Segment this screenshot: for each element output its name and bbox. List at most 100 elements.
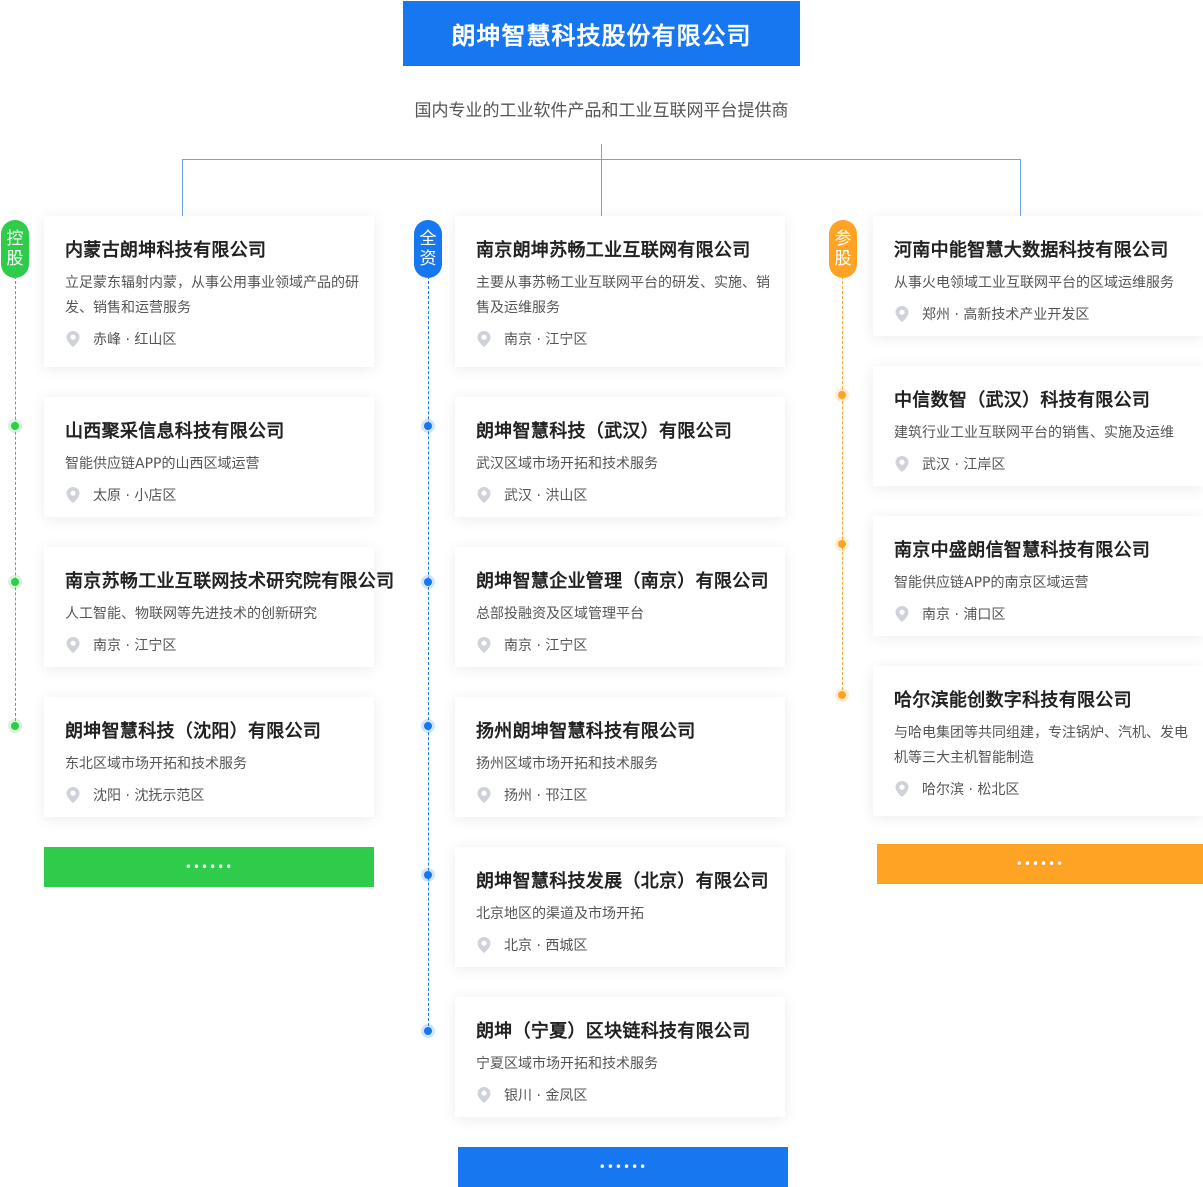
holding-timeline-dot — [8, 719, 22, 733]
company-location: 南京 · 江宁区 — [65, 635, 364, 655]
company-description: 从事火电领域工业互联网平台的区域运维服务 — [894, 275, 1174, 291]
company-location: 沈阳 · 沈抚示范区 — [65, 785, 364, 805]
connector-center — [601, 159, 602, 216]
location-pin-icon — [477, 637, 491, 653]
company-name: 中信数智（武汉）科技有限公司 — [894, 390, 1151, 411]
company-description: 总部投融资及区域管理平台 — [476, 606, 644, 622]
company-description: 武汉区域市场开拓和技术服务 — [476, 456, 658, 472]
location-text: 南京 · 江宁区 — [504, 638, 588, 654]
participating-company-card[interactable]: 南京中盛朗信智慧科技有限公司智能供应链APP的南京区域运营南京 · 浦口区 — [873, 516, 1203, 636]
wholly-owned-company-card[interactable]: 朗坤智慧科技发展（北京）有限公司北京地区的渠道及市场开拓北京 · 西城区 — [455, 847, 785, 967]
location-pin-icon — [477, 1087, 491, 1103]
company-location: 南京 · 江宁区 — [476, 635, 775, 655]
location-pin-icon — [66, 331, 80, 347]
holding-company-card[interactable]: 内蒙古朗坤科技有限公司立足蒙东辐射内蒙，从事公用事业领域产品的研发、销售和运营服… — [44, 216, 374, 367]
wholly-owned-timeline — [428, 276, 429, 1031]
company-name: 朗坤智慧企业管理（南京）有限公司 — [476, 571, 769, 592]
company-description: 北京地区的渠道及市场开拓 — [476, 906, 644, 922]
company-name: 南京朗坤苏畅工业互联网有限公司 — [476, 240, 751, 261]
participating-timeline-dot — [835, 388, 849, 402]
company-name: 南京苏畅工业互联网技术研究院有限公司 — [65, 571, 395, 592]
wholly-owned-timeline-dot — [421, 868, 435, 882]
connector-stem — [601, 144, 602, 160]
holding-timeline — [15, 276, 16, 726]
company-location: 南京 · 江宁区 — [476, 329, 775, 349]
company-name: 朗坤（宁夏）区块链科技有限公司 — [476, 1021, 751, 1042]
holding-company-card[interactable]: 山西聚采信息科技有限公司智能供应链APP的山西区域运营太原 · 小店区 — [44, 397, 374, 517]
location-pin-icon — [477, 331, 491, 347]
badge-char: 控 — [6, 229, 24, 249]
wholly-owned-company-card[interactable]: 朗坤智慧企业管理（南京）有限公司总部投融资及区域管理平台南京 · 江宁区 — [455, 547, 785, 667]
location-text: 银川 · 金凤区 — [504, 1088, 588, 1104]
company-title: 朗坤智慧科技股份有限公司 — [403, 1, 800, 66]
location-pin-icon — [66, 637, 80, 653]
location-pin-icon — [477, 787, 491, 803]
company-location: 武汉 · 洪山区 — [476, 485, 775, 505]
holding-company-card[interactable]: 朗坤智慧科技（沈阳）有限公司东北区域市场开拓和技术服务沈阳 · 沈抚示范区 — [44, 697, 374, 817]
company-name: 扬州朗坤智慧科技有限公司 — [476, 721, 696, 742]
company-location: 银川 · 金凤区 — [476, 1085, 775, 1105]
location-text: 北京 · 西城区 — [504, 938, 588, 954]
company-location: 太原 · 小店区 — [65, 485, 364, 505]
holding-more-button[interactable]: •••••• — [44, 847, 374, 887]
participating-badge: 参股 — [829, 220, 857, 278]
badge-char: 股 — [834, 249, 852, 269]
wholly-owned-more-button[interactable]: •••••• — [458, 1147, 788, 1187]
company-location: 扬州 · 邗江区 — [476, 785, 775, 805]
wholly-owned-timeline-dot — [421, 719, 435, 733]
company-name: 南京中盛朗信智慧科技有限公司 — [894, 540, 1151, 561]
company-description: 主要从事苏畅工业互联网平台的研发、实施、销售及运维服务 — [476, 275, 770, 316]
participating-timeline — [842, 276, 843, 695]
company-description: 人工智能、物联网等先进技术的创新研究 — [65, 606, 317, 622]
holding-timeline-dot — [8, 419, 22, 433]
wholly-owned-company-card[interactable]: 朗坤（宁夏）区块链科技有限公司宁夏区域市场开拓和技术服务银川 · 金凤区 — [455, 997, 785, 1117]
holding-badge: 控股 — [1, 220, 29, 278]
company-name: 朗坤智慧科技（沈阳）有限公司 — [65, 721, 322, 742]
company-location: 武汉 · 江岸区 — [894, 454, 1193, 474]
badge-char: 参 — [834, 229, 852, 249]
company-name: 河南中能智慧大数据科技有限公司 — [894, 240, 1169, 261]
location-pin-icon — [477, 937, 491, 953]
wholly-owned-company-card[interactable]: 朗坤智慧科技（武汉）有限公司武汉区域市场开拓和技术服务武汉 · 洪山区 — [455, 397, 785, 517]
location-text: 南京 · 江宁区 — [504, 332, 588, 348]
company-location: 哈尔滨 · 松北区 — [894, 779, 1193, 799]
company-description: 与哈电集团等共同组建，专注锅炉、汽机、发电机等三大主机智能制造 — [894, 725, 1188, 766]
location-pin-icon — [895, 606, 909, 622]
connector-right — [1020, 159, 1021, 216]
company-name: 哈尔滨能创数字科技有限公司 — [894, 690, 1132, 711]
company-location: 南京 · 浦口区 — [894, 604, 1193, 624]
connector-left — [182, 159, 183, 216]
location-pin-icon — [66, 787, 80, 803]
company-tagline: 国内专业的工业软件产品和工业互联网平台提供商 — [414, 101, 789, 121]
badge-char: 资 — [419, 249, 437, 269]
location-text: 哈尔滨 · 松北区 — [922, 782, 1020, 798]
participating-more-button[interactable]: •••••• — [877, 844, 1203, 884]
participating-company-card[interactable]: 中信数智（武汉）科技有限公司建筑行业工业互联网平台的销售、实施及运维武汉 · 江… — [873, 366, 1203, 486]
company-location: 郑州 · 高新技术产业开发区 — [894, 304, 1193, 324]
company-name: 朗坤智慧科技发展（北京）有限公司 — [476, 871, 769, 892]
location-text: 沈阳 · 沈抚示范区 — [93, 788, 205, 804]
location-text: 赤峰 · 红山区 — [93, 332, 177, 348]
location-text: 太原 · 小店区 — [93, 488, 177, 504]
holding-company-card[interactable]: 南京苏畅工业互联网技术研究院有限公司人工智能、物联网等先进技术的创新研究南京 ·… — [44, 547, 395, 667]
participating-timeline-dot — [835, 688, 849, 702]
location-text: 武汉 · 洪山区 — [504, 488, 588, 504]
badge-char: 股 — [6, 249, 24, 269]
holding-timeline-dot — [8, 575, 22, 589]
wholly-owned-company-card[interactable]: 南京朗坤苏畅工业互联网有限公司主要从事苏畅工业互联网平台的研发、实施、销售及运维… — [455, 216, 785, 367]
wholly-owned-badge: 全资 — [414, 220, 442, 278]
location-pin-icon — [895, 781, 909, 797]
company-name: 内蒙古朗坤科技有限公司 — [65, 240, 267, 261]
location-pin-icon — [477, 487, 491, 503]
wholly-owned-company-card[interactable]: 扬州朗坤智慧科技有限公司扬州区域市场开拓和技术服务扬州 · 邗江区 — [455, 697, 785, 817]
participating-company-card[interactable]: 河南中能智慧大数据科技有限公司从事火电领域工业互联网平台的区域运维服务郑州 · … — [873, 216, 1203, 336]
participating-company-card[interactable]: 哈尔滨能创数字科技有限公司与哈电集团等共同组建，专注锅炉、汽机、发电机等三大主机… — [873, 666, 1203, 816]
company-location: 北京 · 西城区 — [476, 935, 775, 955]
wholly-owned-timeline-dot — [421, 1024, 435, 1038]
location-text: 郑州 · 高新技术产业开发区 — [922, 307, 1090, 323]
company-location: 赤峰 · 红山区 — [65, 329, 364, 349]
location-text: 南京 · 浦口区 — [922, 607, 1006, 623]
location-text: 武汉 · 江岸区 — [922, 457, 1006, 473]
company-description: 智能供应链APP的南京区域运营 — [894, 575, 1089, 591]
location-pin-icon — [66, 487, 80, 503]
